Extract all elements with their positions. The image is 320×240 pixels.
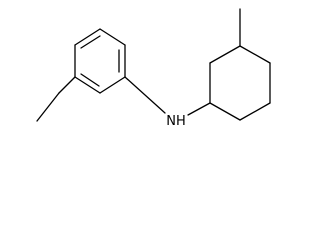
ring-bond (239, 102, 271, 121)
nitrogen-label: NH (166, 114, 186, 129)
ethyl-bond (36, 92, 60, 122)
ring-bond (74, 76, 101, 94)
ring-bond (99, 76, 126, 94)
aromatic-double-bond (80, 35, 101, 49)
aryl-n-bond (124, 76, 166, 114)
ring-bond (74, 28, 101, 46)
benzene-ring (74, 28, 126, 94)
ring-bond (99, 28, 126, 46)
ring-bond (209, 45, 241, 64)
ethyl-group (36, 76, 76, 122)
cyclohexane-ring (209, 45, 271, 121)
ring-bond (209, 102, 241, 121)
ethyl-bond (58, 76, 76, 94)
aromatic-double-bond (80, 73, 100, 87)
n-cyclohexyl-bond (187, 102, 211, 116)
amine-linkage: NH (124, 76, 211, 129)
chemical-structure: NH (36, 8, 271, 129)
ring-bond (239, 45, 271, 64)
